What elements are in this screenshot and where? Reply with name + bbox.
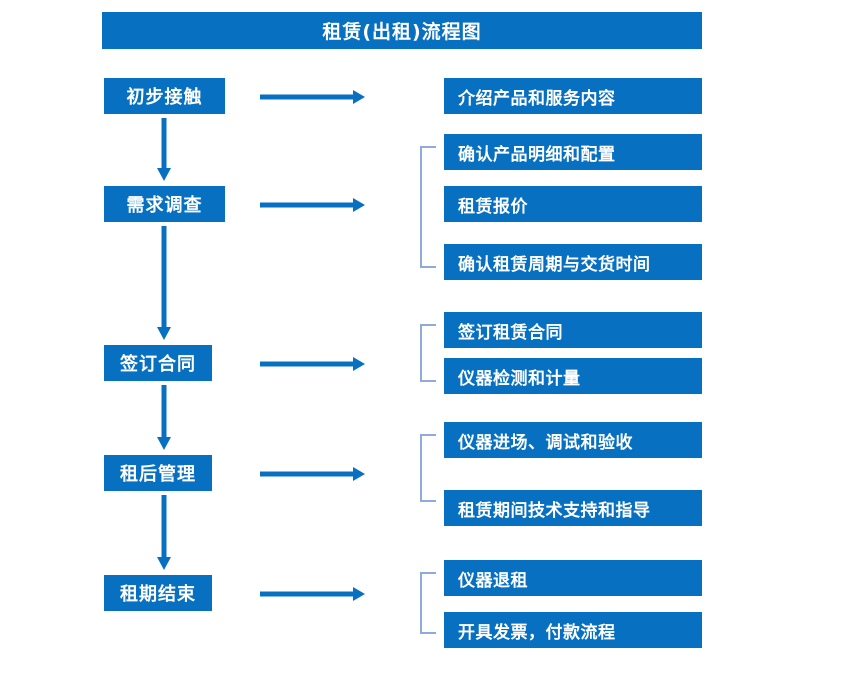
- detail-box-queren-chanpin-mingxi[interactable]: 确认产品明细和配置: [444, 134, 702, 170]
- vertical-arrow-icon-3: [152, 385, 176, 451]
- group-bracket-4: [420, 434, 436, 502]
- group-bracket-5: [420, 572, 436, 634]
- vertical-arrow-icon-1: [152, 118, 176, 182]
- detail-box-queren-zulin-zhouqi[interactable]: 确认租赁周期与交货时间: [444, 244, 702, 280]
- detail-box-zulin-qijian-jishu-zhichi[interactable]: 租赁期间技术支持和指导: [444, 490, 702, 526]
- vertical-arrow-icon-4: [152, 495, 176, 571]
- detail-box-yiqi-tuizu[interactable]: 仪器退租: [444, 560, 702, 596]
- horizontal-arrow-icon-2: [260, 194, 366, 216]
- detail-box-zulin-baojia[interactable]: 租赁报价: [444, 186, 702, 222]
- stage-box-chubu-jiechu[interactable]: 初步接触: [104, 78, 225, 114]
- group-bracket-3: [420, 324, 436, 382]
- horizontal-arrow-icon-4: [260, 463, 366, 485]
- stage-box-zuhou-guanli[interactable]: 租后管理: [104, 455, 212, 491]
- detail-box-qianding-zulin-hetong[interactable]: 签订租赁合同: [444, 312, 702, 348]
- stage-box-zuqi-jieshu[interactable]: 租期结束: [104, 575, 212, 611]
- horizontal-arrow-icon-3: [260, 353, 366, 375]
- vertical-arrow-icon-2: [152, 226, 176, 341]
- horizontal-arrow-icon-5: [260, 583, 366, 605]
- group-bracket-2: [420, 146, 436, 268]
- detail-box-yiqi-jinchang-tiaoshi[interactable]: 仪器进场、调试和验收: [444, 422, 702, 458]
- diagram-title: 租赁(出租)流程图: [102, 12, 702, 49]
- detail-box-yiqi-jiance-jiliang[interactable]: 仪器检测和计量: [444, 358, 702, 394]
- detail-box-kaiju-fapiao-fukuan[interactable]: 开具发票，付款流程: [444, 612, 702, 648]
- stage-box-qianding-hetong[interactable]: 签订合同: [104, 345, 212, 381]
- detail-box-jieshao-chanpin-fuwu[interactable]: 介绍产品和服务内容: [444, 78, 702, 114]
- horizontal-arrow-icon-1: [260, 86, 366, 108]
- stage-box-xuqiu-diaocha[interactable]: 需求调查: [104, 186, 225, 222]
